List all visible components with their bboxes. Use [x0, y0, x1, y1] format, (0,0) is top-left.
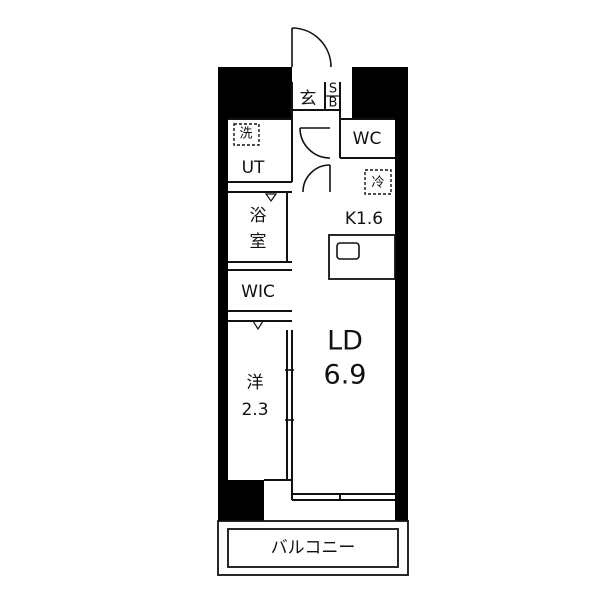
kitchen-door-icon [302, 164, 331, 193]
toilet-door-icon [299, 127, 331, 159]
sliding-door-icon [285, 369, 294, 421]
shoe-box-label-b: B [329, 96, 338, 111]
closet-label: WIC [241, 282, 275, 302]
washer-label: 洗 [239, 127, 252, 142]
kitchen-counter [328, 234, 396, 280]
fridge-box [364, 169, 392, 195]
living-label: LD [327, 326, 363, 357]
washer-box [233, 123, 260, 146]
shoe-box-label-s: S [329, 82, 337, 97]
bath-label-2: 室 [250, 232, 267, 252]
toilet-label: WC [353, 129, 382, 149]
western-door-icon [251, 320, 265, 331]
kitchen-label: K1.6 [345, 209, 383, 229]
western-room-label: 洋 [247, 373, 264, 393]
walls [218, 67, 408, 521]
western-room-size: 2.3 [241, 400, 268, 420]
kitchen-sink-icon [336, 242, 360, 260]
living-size: 6.9 [324, 360, 367, 391]
balcony-label: バルコニー [271, 538, 356, 558]
balcony [217, 520, 409, 576]
fridge-label: 冷 [371, 176, 384, 191]
utility-label: UT [242, 158, 265, 178]
entrance-label: 玄 [300, 89, 317, 109]
bath-door-icon [264, 193, 278, 203]
entrance-door-icon [291, 27, 332, 68]
interior-lines [228, 82, 395, 501]
bath-label-1: 浴 [250, 206, 267, 226]
